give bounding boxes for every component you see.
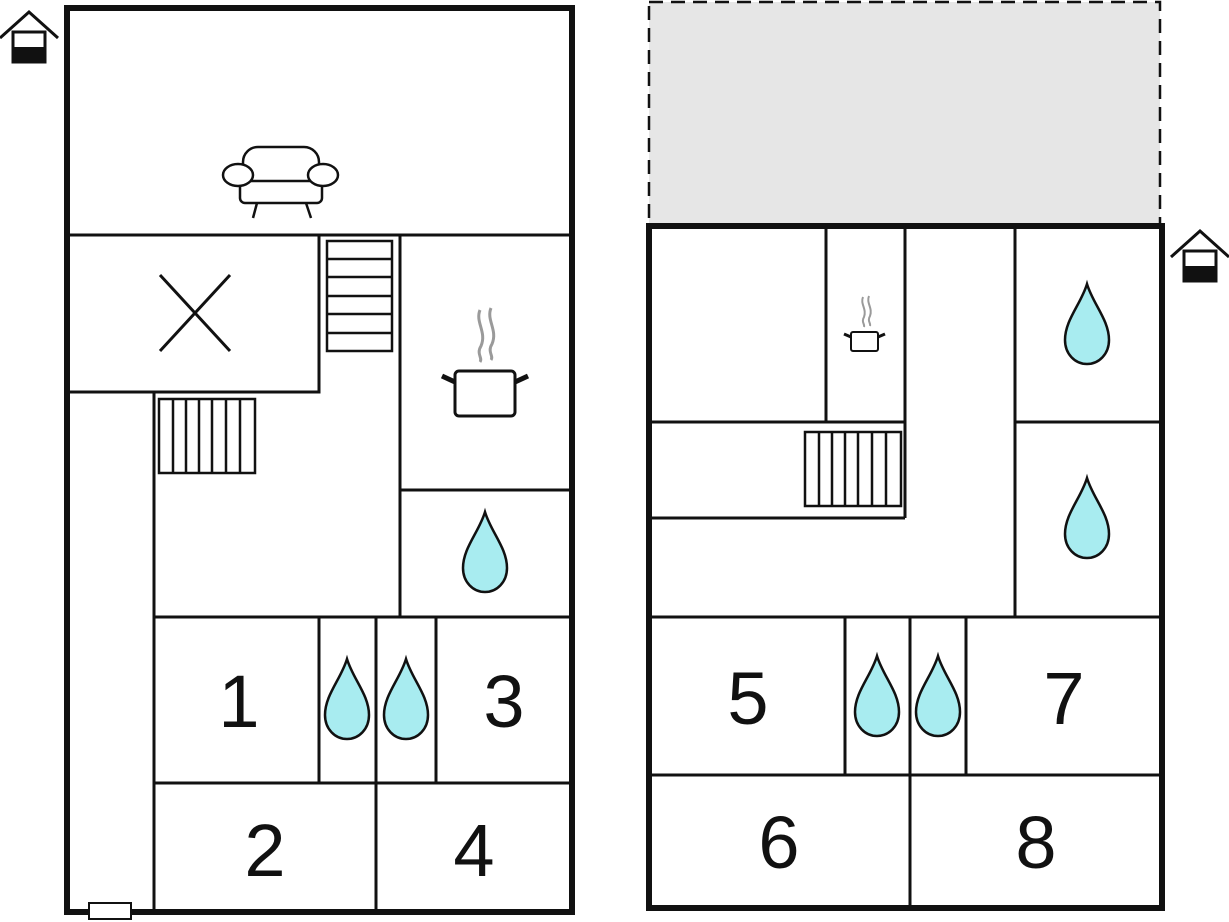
- water-drop-icon: [382, 657, 430, 741]
- water-drop-icon: [914, 654, 962, 738]
- outer-wall-left: [64, 5, 575, 915]
- room-number: 2: [244, 809, 285, 892]
- water-drop-icon: [461, 510, 509, 594]
- water-drop-icon: [853, 654, 901, 738]
- staircase-icon: [157, 397, 257, 475]
- staircase-icon: [803, 430, 903, 508]
- floor-plan-right: [646, 223, 1165, 911]
- cooking-pot-icon: [440, 307, 530, 418]
- cooking-pot-icon: [843, 295, 886, 352]
- water-drop-icon: [323, 657, 371, 741]
- room-number: 3: [483, 660, 524, 743]
- house-entrance-icon: [0, 10, 60, 64]
- open-void-room: [65, 233, 321, 394]
- entrance-door: [88, 902, 132, 920]
- room-number: 1: [218, 660, 259, 743]
- open-void-cross-icon: [158, 273, 232, 353]
- room-number: 7: [1043, 657, 1084, 740]
- room-number: 4: [453, 809, 494, 892]
- outdoor-area: [647, 0, 1162, 228]
- water-drop-icon: [1063, 476, 1111, 560]
- armchair-icon: [221, 145, 340, 219]
- room-number: 8: [1015, 801, 1056, 884]
- water-drop-icon: [1063, 282, 1111, 366]
- room-number: 6: [758, 801, 799, 884]
- room-number: 5: [727, 657, 768, 740]
- staircase-icon: [325, 239, 394, 353]
- house-entrance-icon: [1169, 229, 1229, 283]
- floor-plan-left: [64, 5, 575, 915]
